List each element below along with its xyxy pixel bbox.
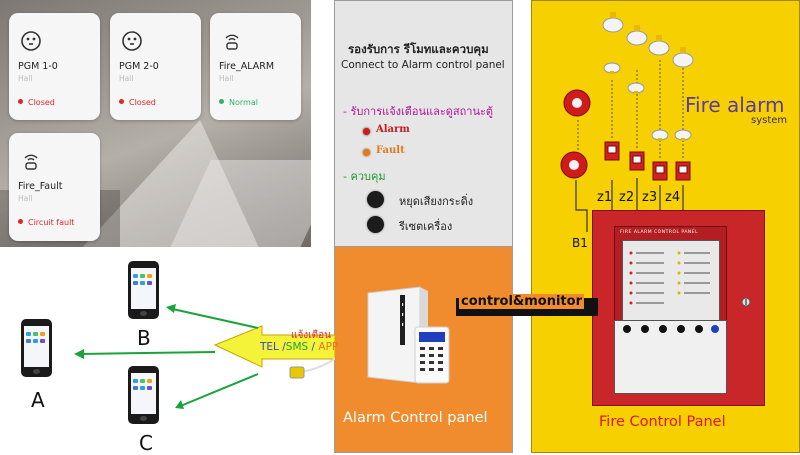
device-card-fire-alarm[interactable]: Fire_ALARM Hall Normal <box>210 13 301 120</box>
device-location: Hall <box>18 74 33 83</box>
alarm-label: Alarm <box>376 124 410 135</box>
device-location: Hall <box>119 74 134 83</box>
bell-loop-label: B1 <box>572 236 588 250</box>
control-monitor-label: control&monitor <box>459 294 584 309</box>
fire-control-panel-buttons <box>614 320 727 394</box>
phone-screen <box>131 373 156 414</box>
device-name: Fire_ALARM <box>219 61 275 72</box>
home-button-icon <box>140 416 147 421</box>
heat-detector-icon <box>651 129 669 141</box>
app-label: APP <box>318 341 339 353</box>
reset-label: รีเซตเครื่อง <box>399 220 453 233</box>
device-card-pgm2[interactable]: PGM 2-0 Hall Closed <box>110 13 201 120</box>
home-button-icon <box>140 311 147 316</box>
alarm-bell-icon <box>563 89 591 117</box>
reset-button-icon <box>367 216 384 233</box>
alarm-control-panel-device <box>367 286 450 384</box>
smartphone-c <box>128 366 159 424</box>
device-name: PGM 2-0 <box>119 61 159 72</box>
channel-label: TEL /SMS / APP <box>260 341 338 353</box>
zone-label-1: z1 <box>597 190 613 205</box>
socket-icon <box>122 31 142 51</box>
alarm-bell-icon <box>560 151 588 179</box>
smartphone-a <box>21 319 52 377</box>
heat-detector-icon <box>603 62 621 74</box>
phone-label-b: B <box>137 326 151 350</box>
zone-label-4: z4 <box>665 190 681 205</box>
section-monitor: - รับการแจ้งเตือนและดูสถานะตู้ <box>343 105 494 118</box>
fire-control-panel-label: Fire Control Panel <box>599 414 726 430</box>
phone-screen <box>131 268 156 309</box>
app-screenshot-panel: PGM 1-0 Hall Closed PGM 2-0 Hall Closed … <box>0 0 311 247</box>
phone-label-c: C <box>139 431 153 455</box>
notification-label: แจ้งเตือน <box>291 330 331 341</box>
silence-bell-label: หยุดเสียงกระดิ่ง <box>399 195 474 208</box>
panel-buttons <box>623 325 719 333</box>
socket-icon <box>21 31 41 51</box>
background-wall <box>80 120 260 247</box>
device-status: Closed <box>18 98 55 107</box>
device-card-pgm1[interactable]: PGM 1-0 Hall Closed <box>9 13 100 120</box>
zone-label-2: z2 <box>619 190 635 205</box>
heat-detector-icon <box>627 82 645 94</box>
device-name: Fire_Fault <box>18 181 63 192</box>
sms-label: SMS <box>285 341 309 353</box>
home-button-icon <box>33 369 40 374</box>
fire-wiring-diagram <box>560 12 694 232</box>
section-control: - ควบคุม <box>343 170 386 183</box>
device-card-fire-fault[interactable]: Fire_Fault Hall Circuit fault <box>9 133 100 241</box>
notification-arrows <box>74 304 335 409</box>
status-text: Circuit fault <box>28 218 75 227</box>
zone-label-3: z3 <box>642 190 658 205</box>
silence-bell-button-icon <box>367 191 384 208</box>
phone-screen <box>24 326 49 367</box>
status-dot <box>119 99 124 104</box>
zone-indicator-grid <box>629 251 710 305</box>
smoke-detector-icon <box>602 12 624 33</box>
manual-call-point-icon <box>604 141 620 161</box>
smoke-detector-icon <box>672 47 694 68</box>
device-name: PGM 1-0 <box>18 61 58 72</box>
heat-detector-icon <box>674 129 692 141</box>
manual-call-point-icon <box>629 151 645 171</box>
wireless-sensor-icon <box>225 34 239 50</box>
key-lock-icon <box>741 297 751 307</box>
status-text: Closed <box>129 98 156 107</box>
phone-label-a: A <box>31 388 45 412</box>
smartphone-b <box>128 261 159 319</box>
fire-alarm-title: Fire alarm <box>685 93 785 117</box>
manual-call-point-icon <box>675 161 691 181</box>
device-status: Circuit fault <box>18 218 74 227</box>
wireless-sensor-icon <box>24 154 38 170</box>
feature-title: รองรับการ รีโมทและควบคุม <box>348 42 489 56</box>
feature-subtitle: Connect to Alarm control panel <box>341 59 505 71</box>
smoke-detector-icon <box>648 35 670 56</box>
alarm-control-panel-label: Alarm Control panel <box>343 410 488 426</box>
smoke-detector-icon <box>626 25 648 46</box>
separator: / <box>308 341 316 353</box>
device-status: Closed <box>119 98 156 107</box>
status-text: Closed <box>28 98 55 107</box>
tel-label: TEL <box>260 341 279 353</box>
device-location: Hall <box>18 194 33 203</box>
status-dot <box>219 99 224 104</box>
fault-led-icon <box>363 149 370 156</box>
status-dot <box>18 99 23 104</box>
device-status: Normal <box>219 98 258 107</box>
status-dot <box>18 219 23 224</box>
feature-panel: รองรับการ รีโมทและควบคุม Connect to Alar… <box>334 0 513 247</box>
separator: / <box>278 341 286 353</box>
status-text: Normal <box>229 98 258 107</box>
fault-label: Fault <box>376 145 405 156</box>
fire-alarm-subtitle: system <box>751 115 788 126</box>
device-location: Hall <box>219 74 234 83</box>
alarm-led-icon <box>363 128 370 135</box>
manual-call-point-icon <box>652 161 668 181</box>
fire-control-panel-caption: FIRE ALARM CONTROL PANEL <box>620 230 699 235</box>
